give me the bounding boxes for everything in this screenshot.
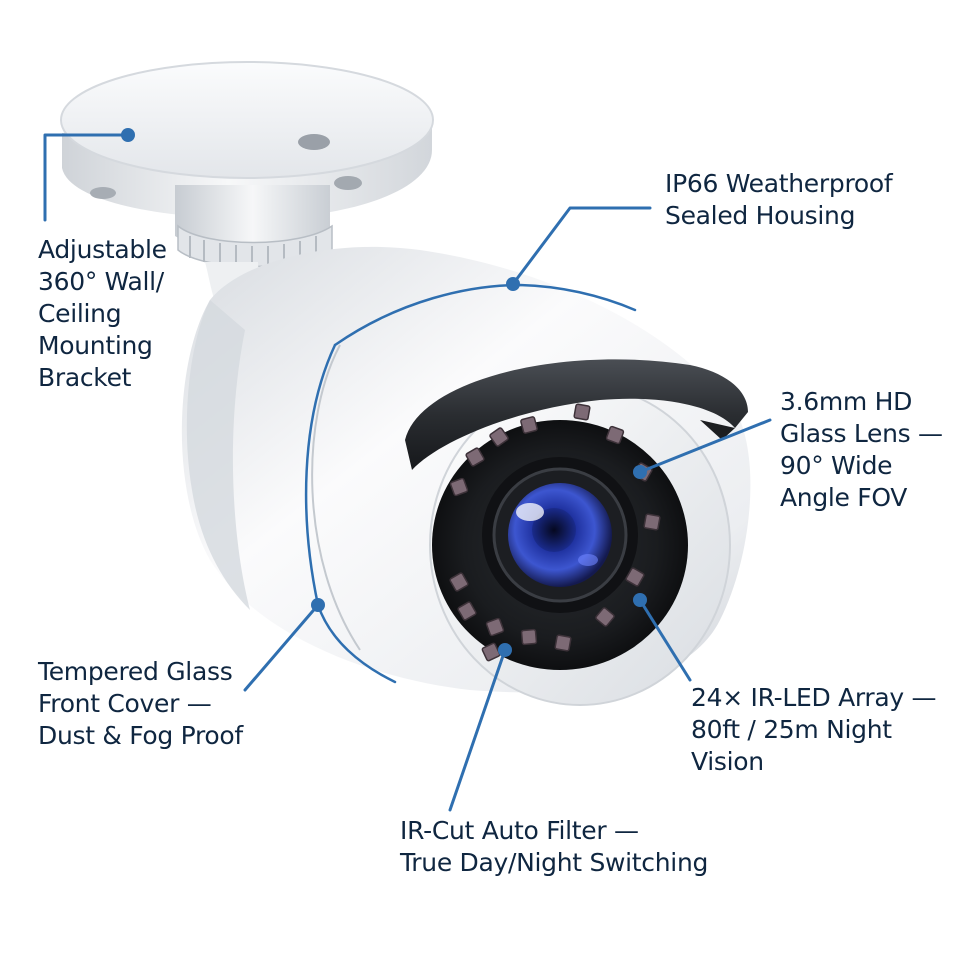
callout-line: Adjustable	[38, 235, 167, 264]
leader-dot-lens	[633, 465, 647, 479]
callout-line: Mounting	[38, 331, 153, 360]
ir-led	[465, 447, 485, 467]
lens-core	[532, 508, 576, 552]
callout-line: Angle FOV	[780, 483, 908, 512]
ir-led	[485, 617, 505, 637]
callout-line: Dust & Fog Proof	[38, 721, 243, 750]
callout-weatherproof-housing: IP66 Weatherproof Sealed Housing	[665, 168, 893, 232]
camera-housing	[181, 246, 751, 706]
ir-led	[605, 425, 625, 445]
callout-line: 24× IR-LED Array —	[691, 683, 937, 712]
leader-dots	[121, 128, 647, 657]
mount-screw-hole	[334, 176, 362, 190]
mounting-bracket	[60, 61, 434, 318]
leader-line-ir-cut	[448, 648, 507, 812]
callout-line: Bracket	[38, 363, 132, 392]
mount-neck	[175, 185, 330, 248]
callout-line: 360° Wall/	[38, 267, 164, 296]
ir-led	[457, 601, 477, 621]
leader-dot-mount	[121, 128, 135, 142]
ir-led	[449, 477, 469, 497]
callout-line: Sealed Housing	[665, 201, 856, 230]
callout-mount-bracket: Adjustable 360° Wall/ Ceiling Mounting B…	[38, 234, 167, 394]
callout-ir-cut-filter: IR-Cut Auto Filter — True Day/Night Swit…	[400, 815, 708, 879]
callout-line: Front Cover —	[38, 689, 212, 718]
ir-led	[643, 513, 661, 531]
ir-led	[520, 628, 538, 646]
callout-line: True Day/Night Switching	[400, 848, 709, 877]
callout-line: IR-Cut Auto Filter —	[400, 816, 639, 845]
leader-dot-glass	[311, 598, 325, 612]
leader-line-mount	[43, 133, 130, 222]
callout-line: Glass Lens —	[780, 419, 943, 448]
ir-led	[595, 607, 615, 627]
ir-led	[520, 416, 538, 434]
ir-led-ring	[449, 403, 661, 662]
callout-tempered-glass: Tempered Glass Front Cover — Dust & Fog …	[38, 656, 243, 752]
callout-ir-led-array: 24× IR-LED Array — 80ft / 25m Night Visi…	[691, 682, 937, 778]
sun-shield-edge	[700, 420, 735, 440]
lens-reflection	[578, 554, 598, 566]
ir-led	[625, 567, 645, 587]
leader-dot-housing	[506, 277, 520, 291]
callout-line: IP66 Weatherproof	[665, 169, 893, 198]
leader-dot-ir-cut	[498, 643, 512, 657]
sun-shield	[405, 359, 748, 470]
ir-led	[554, 634, 572, 652]
housing-band-left	[304, 343, 397, 684]
mount-screw-hole	[298, 134, 330, 150]
callout-line: 3.6mm HD	[780, 387, 913, 416]
callout-line: Tempered Glass	[38, 657, 233, 686]
leader-lines	[43, 133, 772, 812]
leader-line-glass	[243, 603, 320, 692]
callout-line: Ceiling	[38, 299, 122, 328]
ir-led	[449, 572, 469, 592]
callout-line: 90° Wide	[780, 451, 893, 480]
housing-seam	[311, 344, 361, 651]
ir-led	[481, 642, 501, 662]
leader-line-ir-led	[638, 598, 692, 682]
callout-glass-lens: 3.6mm HD Glass Lens — 90° Wide Angle FOV	[780, 386, 943, 514]
ir-led	[573, 403, 591, 421]
leader-line-lens	[638, 418, 772, 474]
leader-dot-ir-led	[633, 593, 647, 607]
housing-rear-shade	[186, 300, 250, 610]
leader-line-housing	[511, 206, 652, 286]
mount-screw-hole	[90, 187, 116, 199]
callout-line: Vision	[691, 747, 764, 776]
callout-line: 80ft / 25m Night	[691, 715, 892, 744]
lens-highlight	[516, 503, 544, 521]
mount-plate-top	[60, 61, 434, 179]
ir-led	[489, 427, 509, 447]
